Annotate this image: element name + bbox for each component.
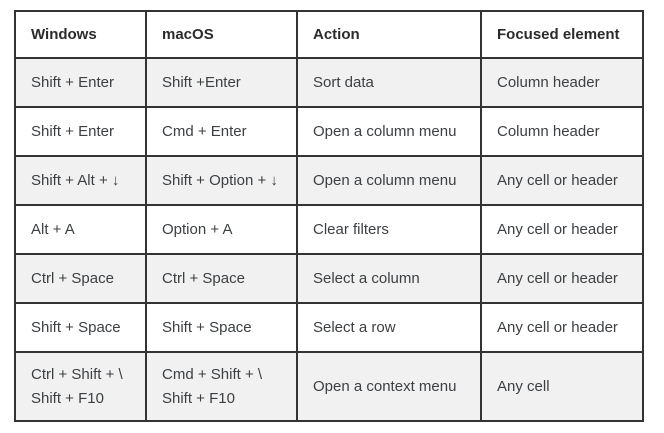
cell-focused-element: Any cell or header (480, 253, 644, 304)
cell-macos: Shift +Enter (145, 57, 298, 108)
column-header-windows: Windows (14, 10, 147, 59)
cell-focused-element: Column header (480, 57, 644, 108)
cell-focused-element: Column header (480, 106, 644, 157)
cell-action: Clear filters (296, 204, 482, 255)
cell-macos: Cmd + Shift + \ Shift + F10 (145, 351, 298, 422)
table-row: Ctrl + Space Ctrl + Space Select a colum… (14, 253, 644, 304)
cell-focused-element: Any cell or header (480, 155, 644, 206)
cell-windows: Shift + Space (14, 302, 147, 353)
cell-focused-element: Any cell or header (480, 302, 644, 353)
cell-focused-element: Any cell (480, 351, 644, 422)
cell-macos: Ctrl + Space (145, 253, 298, 304)
table-row: Ctrl + Shift + \ Shift + F10 Cmd + Shift… (14, 351, 644, 422)
cell-macos: Shift + Space (145, 302, 298, 353)
column-header-action: Action (296, 10, 482, 59)
cell-windows: Shift + Alt + ↓ (14, 155, 147, 206)
cell-windows: Alt + A (14, 204, 147, 255)
cell-action: Sort data (296, 57, 482, 108)
cell-action: Select a column (296, 253, 482, 304)
cell-windows: Shift + Enter (14, 106, 147, 157)
table-row: Alt + A Option + A Clear filters Any cel… (14, 204, 644, 255)
cell-windows: Ctrl + Space (14, 253, 147, 304)
table-row: Shift + Enter Shift +Enter Sort data Col… (14, 57, 644, 108)
cell-focused-element: Any cell or header (480, 204, 644, 255)
cell-windows: Shift + Enter (14, 57, 147, 108)
table-row: Shift + Space Shift + Space Select a row… (14, 302, 644, 353)
table-row: Shift + Enter Cmd + Enter Open a column … (14, 106, 644, 157)
cell-action: Open a column menu (296, 155, 482, 206)
column-header-macos: macOS (145, 10, 298, 59)
cell-macos: Shift + Option + ↓ (145, 155, 298, 206)
cell-action: Select a row (296, 302, 482, 353)
table-row: Shift + Alt + ↓ Shift + Option + ↓ Open … (14, 155, 644, 206)
cell-macos: Cmd + Enter (145, 106, 298, 157)
cell-windows: Ctrl + Shift + \ Shift + F10 (14, 351, 147, 422)
cell-macos: Option + A (145, 204, 298, 255)
cell-action: Open a context menu (296, 351, 482, 422)
cell-action: Open a column menu (296, 106, 482, 157)
keyboard-shortcuts-table: Windows macOS Action Focused element Shi… (14, 10, 644, 422)
column-header-focused-element: Focused element (480, 10, 644, 59)
header-row: Windows macOS Action Focused element (14, 10, 644, 59)
